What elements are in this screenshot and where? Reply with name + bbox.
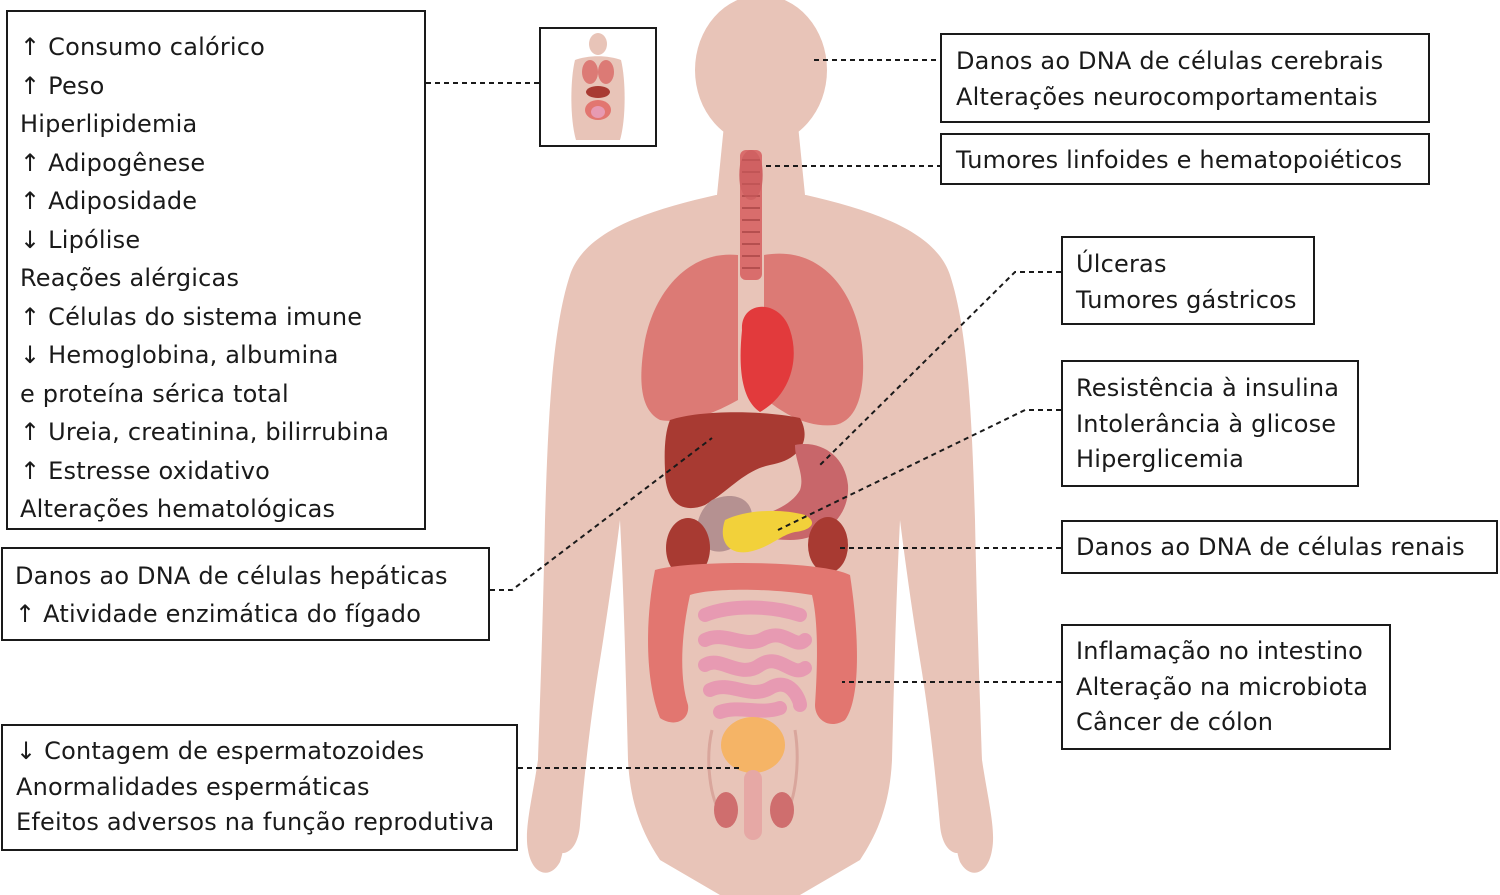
reproductive-effects-box: ↓ Contagem de espermatozoides Anormalida… [1,724,518,851]
metabolic-line: ↑ Consumo calórico [20,33,266,61]
pancreas-line: Resistência à insulina [1076,374,1340,402]
metabolic-line: Reações alérgicas [20,264,240,292]
metabolic-line: ↑ Células do sistema imune [20,302,363,331]
reproductive-line: Anormalidades espermáticas [16,772,370,801]
metabolic-line: Alterações hematológicas [20,495,336,523]
intestine-line: Câncer de cólon [1076,708,1274,736]
metabolic-line: ↑ Estresse oxidativo [20,456,271,485]
liver-line: ↑ Atividade enzimática do fígado [15,600,422,628]
kidneys [666,517,848,578]
intestine-line: Inflamação no intestino [1076,637,1364,665]
leader-liver [490,437,713,591]
liver [664,412,805,509]
stomach-effects-box: Úlceras Tumores gástricos [1061,236,1315,325]
leader-pancreas [777,409,1061,531]
pancreas [722,510,813,553]
brain-line: Danos ao DNA de células cerebrais [956,47,1384,75]
brain-line: Alterações neurocomportamentais [956,83,1378,111]
metabolic-line: ↑ Ureia, creatinina, bilirrubina [20,418,390,446]
thumbnail-inset [539,27,657,147]
trachea [739,150,763,280]
pancreas-line: Hiperglicemia [1076,445,1245,473]
stomach-line: Tumores gástricos [1076,285,1297,314]
pancreas-effects-box: Resistência à insulina Intolerância à gl… [1061,360,1359,487]
kidney-effects-box: Danos ao DNA de células renais [1061,520,1498,574]
liver-line: Danos ao DNA de células hepáticas [15,562,448,590]
metabolic-line: ↑ Adiposidade [20,187,198,215]
leader-lines [426,59,1061,769]
metabolic-effects-box: ↑ Consumo calórico ↑ Peso Hiperlipidemia… [6,10,426,530]
lymph-line: Tumores linfoides e hematopoiéticos [956,146,1403,174]
leader-stomach [819,271,1061,466]
brain-effects-box: Danos ao DNA de células cerebrais Altera… [940,33,1430,123]
intestine-line: Alteração na microbiota [1076,672,1369,701]
small-intestine [698,600,812,719]
metabolic-line: ↑ Peso [20,71,105,100]
metabolic-line: ↑ Adipogênese [20,148,206,177]
bladder [721,717,785,773]
liver-effects-box: Danos ao DNA de células hepáticas ↑ Ativ… [1,547,490,641]
pancreas-line: Intolerância à glicose [1076,409,1337,438]
metabolic-line: ↓ Lipólise [20,225,141,254]
metabolic-line: e proteína sérica total [20,379,289,408]
stomach-line: Úlceras [1076,250,1167,278]
metabolic-line: ↓ Hemoglobina, albumina [20,341,339,369]
reproductive-organs [707,729,799,840]
intestine-effects-box: Inflamação no intestino Alteração na mic… [1061,624,1391,750]
lymphoid-effects-box: Tumores linfoides e hematopoiéticos [940,133,1430,185]
lungs [641,253,864,426]
colon [648,563,857,725]
heart [740,306,794,412]
reproductive-line: Efeitos adversos na função reprodutiva [16,808,495,836]
kidney-line: Danos ao DNA de células renais [1076,533,1465,561]
metabolic-line: Hiperlipidemia [20,110,198,138]
reproductive-line: ↓ Contagem de espermatozoides [16,737,425,765]
